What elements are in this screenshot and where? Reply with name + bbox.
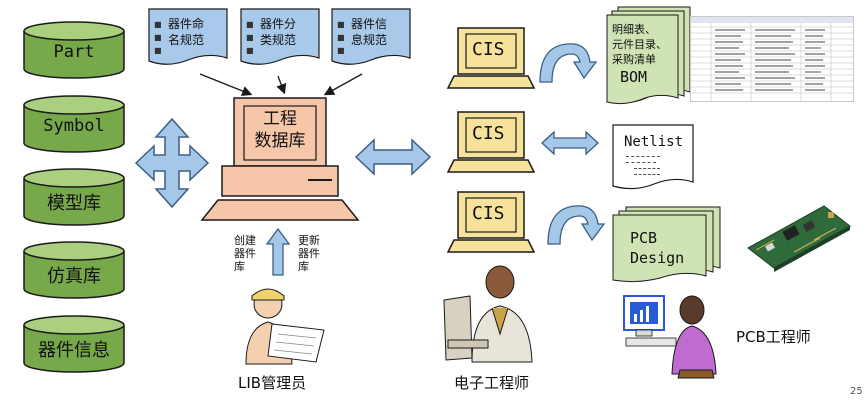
laptop-icon [446,111,536,173]
engineer-at-computer-icon [623,295,717,379]
database-label: Part [53,42,95,62]
document-stack-icon [612,206,721,283]
database-cylinder-simulation[interactable]: 仿真库 [22,241,126,299]
spec-doc-bullets: ■■■ [154,20,162,55]
cis-label: CIS [472,39,505,60]
engineering-database-label: 工程 数据库 [254,109,306,151]
pcb-board-icon [747,205,851,272]
computer-icon [200,97,360,221]
database-stack: Part Symbol 模型库 仿真库 器件信息 [0,0,140,380]
engineering-database-computer[interactable]: 工程 数据库 [200,96,360,224]
laptop-icon [446,191,536,253]
cis-laptop-pcb[interactable]: CIS [446,190,536,256]
lib-admin-figure [232,282,328,366]
cylinder-icon [23,168,125,226]
netlist-document[interactable]: Netlist [612,124,694,196]
bidirectional-arrow-small-icon [541,130,599,156]
laptop-icon [446,27,536,89]
spreadsheet-icon [691,17,853,101]
cis-label: CIS [472,203,505,224]
curved-arrow-icon [539,43,598,83]
up-arrow-icon [265,227,291,276]
page-number: 25 [850,386,863,397]
curved-arrow-icon [547,205,606,245]
cylinder-icon [23,21,125,79]
bom-title: BOM [620,68,648,86]
spec-doc-label: 器件命 名规范 [168,17,205,47]
cis-label: CIS [472,123,505,144]
document-icon [331,8,411,65]
bom-spreadsheet-thumbnail [690,16,854,102]
document-stack-icon [606,6,691,105]
cylinder-icon [23,95,125,153]
database-cylinder-component-info[interactable]: 器件信息 [22,315,126,373]
cylinder-icon [23,315,125,373]
lib-admin-caption: LIB管理员 [238,374,307,392]
pcb-design-label: PCB Design [630,229,685,267]
pcb-engineer-caption: PCB工程师 [736,328,811,346]
bom-description: 明细表、 元件目录、 采购清单 [612,23,667,66]
database-label: 器件信息 [38,340,110,361]
cis-laptop-bom[interactable]: CIS [446,26,536,92]
spec-doc-label: 器件信 息规范 [351,17,388,47]
cylinder-icon [23,241,125,299]
engineer-with-blueprint-icon [245,288,325,365]
database-label: 模型库 [47,193,101,214]
spec-doc-naming[interactable]: ■■■ 器件命 名规范 [148,8,228,70]
spec-doc-classification[interactable]: ■■■ 器件分 类规范 [240,8,320,70]
netlist-lines [626,152,666,175]
document-icon [148,8,228,65]
spec-doc-information[interactable]: ■■■ 器件信 息规范 [331,8,411,70]
engineer-at-desk-icon [443,265,533,363]
netlist-title: Netlist [624,134,684,150]
database-cylinder-part[interactable]: Part [22,21,126,79]
pcb-engineer-figure [622,290,720,382]
database-cylinder-symbol[interactable]: Symbol [22,95,126,153]
spec-doc-bullets: ■■■ [337,20,345,55]
database-label: 仿真库 [47,266,101,287]
spec-doc-bullets: ■■■ [246,20,254,55]
cis-laptop-netlist[interactable]: CIS [446,110,536,176]
four-way-arrow-icon [134,117,210,209]
electronic-engineer-figure [442,262,546,366]
spec-doc-label: 器件分 类规范 [260,17,297,47]
database-label: Symbol [43,116,105,136]
pcb-design-document-stack[interactable]: PCB Design [612,206,722,283]
electronic-engineer-caption: 电子工程师 [454,374,530,392]
bidirectional-arrow-icon [354,138,432,176]
update-library-label: 更新 器件 库 [298,234,320,273]
create-library-label: 创建 器件 库 [234,234,256,273]
document-icon [240,8,320,65]
database-cylinder-model[interactable]: 模型库 [22,168,126,226]
bom-document-stack[interactable]: 明细表、 元件目录、 采购清单 BOM [606,6,692,106]
